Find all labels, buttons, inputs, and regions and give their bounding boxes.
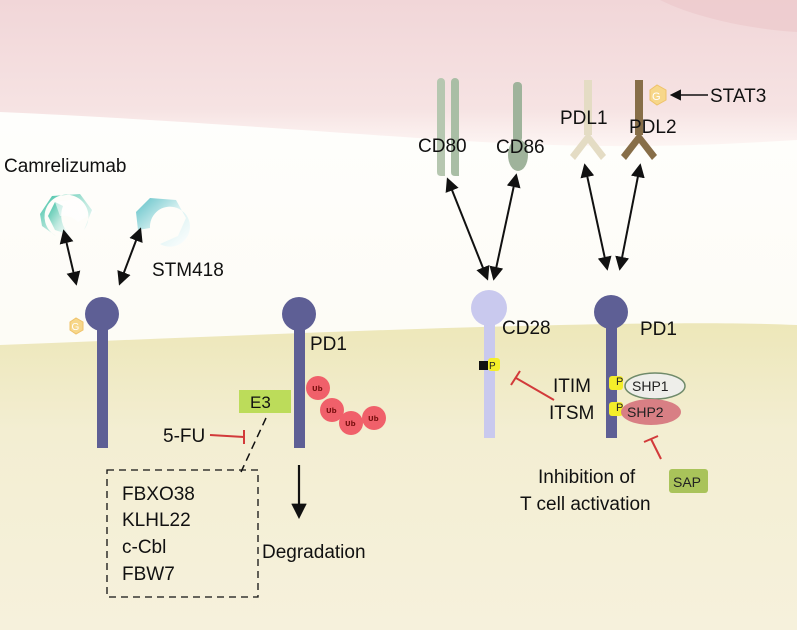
shp1-phosphatase: SHP1 <box>624 372 686 400</box>
inhibition-line-1: Inhibition of <box>538 467 636 488</box>
itsm-label: ITSM <box>549 403 594 424</box>
ub-label-3: Ub <box>345 420 356 428</box>
cd28-p-label: P <box>489 361 496 372</box>
e3-member-2: KLHL22 <box>122 510 191 531</box>
antibody-camrelizumab <box>40 194 95 236</box>
cd28-phospho-site: P <box>479 358 500 372</box>
e3-label: E3 <box>250 393 271 412</box>
five-fu-label: 5-FU <box>163 426 205 447</box>
cd28-receptor <box>471 290 507 438</box>
pd1-receptor-left <box>85 297 119 448</box>
shp2-phosphatase: SHP2 <box>621 399 681 425</box>
sap-box: SAP <box>669 469 708 493</box>
shp2-label: SHP2 <box>627 404 664 420</box>
degradation-label: Degradation <box>262 542 366 563</box>
ub-label-1: Ub <box>312 385 323 393</box>
itsm-p-label: P <box>616 402 623 414</box>
glycosylation-left: G <box>69 317 84 335</box>
sap-label: SAP <box>673 474 701 490</box>
cd80-cd28-arrow <box>445 177 490 281</box>
ub-label-4: Ub <box>368 415 379 423</box>
itim-p-label: P <box>616 376 623 388</box>
pdl2-ligand <box>621 80 657 160</box>
top-cell-membrane <box>0 0 797 147</box>
ub-label-2: Ub <box>326 407 337 415</box>
stat3-label: STAT3 <box>710 86 766 107</box>
cd86-ligand <box>508 82 528 171</box>
e3-member-3: c-Cbl <box>122 537 166 558</box>
itsm-phospho-site: P <box>609 402 623 416</box>
pdl1-pd1-arrow <box>580 163 612 271</box>
cd80-ligand <box>437 78 459 176</box>
itim-phospho-site: P <box>609 376 623 390</box>
glyco-g-left: G <box>72 322 80 333</box>
stm418-label: STM418 <box>152 260 224 281</box>
shp1-label: SHP1 <box>632 378 669 394</box>
e3-ligase-family-box: FBXO38 KLHL22 c-Cbl FBW7 <box>106 469 259 598</box>
inhibition-line-2: T cell activation <box>520 494 651 515</box>
t-cell-membrane <box>0 323 797 630</box>
glyco-g-right: G <box>652 91 661 103</box>
top-cell-shade <box>660 0 797 32</box>
ubiquitin-4 <box>362 406 386 430</box>
e3-member-1: FBXO38 <box>122 484 195 505</box>
e3-family-link <box>240 417 267 473</box>
inhibition-sap <box>643 435 662 460</box>
inhibition-5fu <box>209 430 245 444</box>
ubiquitin-chain: Ub Ub Ub Ub <box>306 376 386 435</box>
e3-ligase-box: E3 <box>239 390 291 413</box>
pd1-middle-label: PD1 <box>310 334 347 355</box>
cd28-label: CD28 <box>502 318 551 339</box>
e3-member-4: FBW7 <box>122 564 175 585</box>
pdl2-pd1-arrow <box>615 163 645 271</box>
binding-arrow-camrelizumab <box>59 229 81 286</box>
ubiquitin-3 <box>339 411 363 435</box>
glycosylation-pdl2: G <box>649 84 667 106</box>
pdl2-label: PDL2 <box>629 117 677 138</box>
itim-label: ITIM <box>553 376 591 397</box>
pdl1-label: PDL1 <box>560 108 608 129</box>
antibody-stm418 <box>136 198 190 247</box>
ubiquitin-1 <box>306 376 330 400</box>
camrelizumab-label: Camrelizumab <box>4 156 126 177</box>
cd86-cd28-arrow <box>489 173 521 281</box>
pdl1-ligand <box>570 80 606 160</box>
inhibition-itsm-cd28 <box>510 370 555 401</box>
pd1-right-label: PD1 <box>640 319 677 340</box>
ubiquitin-2 <box>320 398 344 422</box>
cd80-label: CD80 <box>418 136 467 157</box>
pd1-receptor-middle <box>282 297 316 448</box>
binding-arrow-stm418 <box>117 227 143 286</box>
cd86-label: CD86 <box>496 137 545 158</box>
